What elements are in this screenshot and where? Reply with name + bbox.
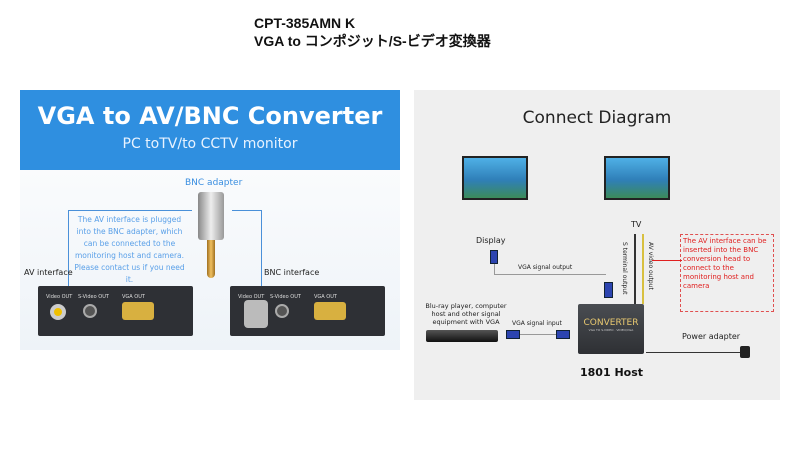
red-arrow	[652, 260, 682, 261]
display-monitor	[462, 156, 528, 200]
av-video-label: AV video output	[647, 242, 654, 290]
bluray-player	[426, 330, 498, 342]
connect-diagram-panel: Connect Diagram Display TV VGA signal ou…	[414, 90, 780, 400]
vga-output-label: VGA signal output	[518, 264, 573, 271]
tv-monitor	[604, 156, 670, 200]
av-port	[50, 304, 66, 320]
svideo-port	[83, 304, 97, 318]
bnc-port	[244, 300, 268, 328]
source-label: Blu-ray player, computer host and other …	[425, 302, 507, 326]
av-interface-label: AV interface	[24, 268, 73, 277]
converter-device-bnc: Video OUT S-Video OUT VGA OUT	[230, 286, 385, 336]
panel-header: VGA to AV/BNC Converter PC toTV/to CCTV …	[20, 90, 400, 170]
host-label: 1801 Host	[580, 366, 644, 379]
vga-input-label: VGA signal input	[512, 320, 562, 327]
diagram-heading: Connect Diagram	[522, 108, 672, 128]
power-plug	[740, 346, 750, 358]
page-title: CPT-385AMN K VGA to コンポジット/S-ビデオ変換器	[254, 15, 491, 49]
bnc-note: The AV interface is plugged into the BNC…	[74, 215, 185, 284]
bnc-interface-label: BNC interface	[264, 268, 320, 277]
converter-device-av: Video OUT S-Video OUT VGA OUT	[38, 286, 193, 336]
power-adapter-label: Power adapter	[682, 332, 741, 341]
bnc-adapter-image	[198, 192, 224, 282]
bnc-adapter-label: BNC adapter	[185, 178, 243, 188]
display-label: Display	[476, 236, 506, 245]
panel-subheading: PC toTV/to CCTV monitor	[122, 136, 298, 152]
panel-heading: VGA to AV/BNC Converter	[37, 102, 383, 130]
bnc-converter-panel: VGA to AV/BNC Converter PC toTV/to CCTV …	[20, 90, 400, 350]
converter-host: CONVERTER VGA TO S-VIDEO · VIDEO/VGA	[578, 304, 644, 354]
bnc-red-note: The AV interface can be inserted into th…	[680, 234, 774, 312]
vga-port	[122, 302, 154, 320]
tv-label: TV	[631, 220, 642, 229]
s-terminal-label: S terminal output	[621, 242, 628, 295]
